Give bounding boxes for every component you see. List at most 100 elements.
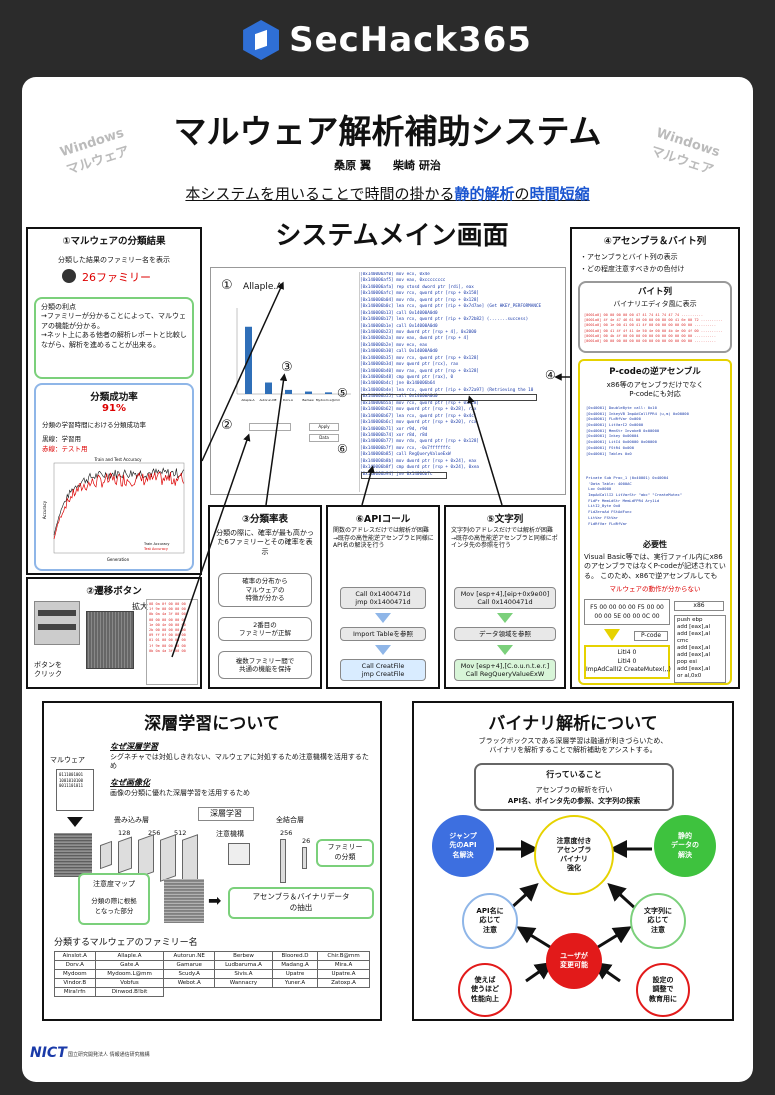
chart-title: Train and Test Accuracy: [93, 457, 142, 462]
family-name: Allaple.A: [243, 282, 283, 292]
family-cell: Upatre.A: [317, 969, 370, 979]
api-import-table: Import Tableを参照: [340, 627, 426, 641]
family-cell: Upatre: [271, 969, 319, 979]
down-arrow-icon: [497, 645, 513, 655]
accuracy-box: 分類成功率 91% 分類の学習時間における分類成功率 黒線：学習用 赤線：テスト…: [34, 383, 194, 571]
family-cell: Autorun.NE: [163, 951, 215, 961]
layer-block: [118, 836, 132, 874]
byte-desc: バイナリエディタ風に表示: [613, 300, 697, 308]
accuracy-chart: Train and Test Accuracy Generation Accur…: [42, 457, 185, 562]
family-cell: Yuner.A: [271, 978, 319, 988]
probability-bar: [305, 391, 312, 394]
need-red: マルウェアの動作が分からない: [609, 585, 701, 593]
family-cell: Berbew: [213, 951, 273, 961]
deep-q2: なぜ画像化: [110, 778, 150, 787]
family-cell: Allaple.A: [94, 951, 165, 961]
attention-image: [164, 879, 204, 923]
deep-a1: シグネチャでは対処しきれない、マルウェアに対処するため注意機構を活用するため: [110, 753, 369, 771]
down-arrow-icon: [375, 613, 391, 623]
hex-image-thumb: 08 0a 0f 00 00 00 1f 9e 00 00 00 00 0b 0…: [146, 599, 198, 685]
binary-panel: バイナリ解析について ブラックボックスである深層学習は融通が利きづらいため、 バ…: [412, 701, 734, 1021]
footer-org: NICT: [30, 1045, 67, 1061]
pcode-label: P-code: [634, 631, 668, 641]
label-3: ③: [281, 360, 293, 375]
main-screen-title: システムメイン画面: [275, 221, 509, 251]
family-cell: Ludbaruma.A: [213, 960, 273, 970]
family-cell: Mydoom.L@mm: [94, 969, 165, 979]
bar-label: Mydoom.L@mm: [316, 398, 340, 402]
family-cell: Mydoom: [54, 969, 96, 979]
family-cell: Dinwod.B!bit: [94, 987, 165, 997]
bar-label: Autorun.NE: [259, 398, 276, 402]
pcode-listing-2: Private Sub Proc_1 (0x40001) 0x40004 'Da…: [586, 475, 683, 526]
classification-desc: 分類した結果のファミリー名を表示: [58, 256, 170, 264]
bar-label: Allaple.A: [241, 398, 255, 402]
classification-title: ①マルウェアの分類結果: [62, 236, 166, 247]
bit-file: 0111001001 1001010100 0011101011: [56, 769, 94, 811]
layer-block: [160, 834, 176, 882]
strings-title: ⑤文字列: [486, 514, 524, 525]
probability-bar: [245, 326, 252, 394]
conv-label: 畳み込み層: [114, 816, 149, 824]
disassembly-code: [0x140006af0] mov ecx, 0x4e [0x140006af5…: [360, 272, 541, 477]
button-click-label: ボタンを クリック: [34, 661, 62, 679]
extract-box: アセンブラ＆バイナリデータ の抽出: [228, 887, 374, 919]
subtitle-mid: の: [514, 185, 530, 203]
down-arrow-icon: [67, 817, 83, 827]
api-call-after: Call CreatFile jmp CreatFile: [340, 659, 426, 681]
family-cell: Ainslot.A: [54, 951, 96, 961]
accuracy-value: 91%: [102, 403, 126, 414]
attention-map-box: 注意度マップ 分類の際に根拠 となった部分: [78, 873, 150, 925]
data-button[interactable]: Data: [309, 434, 339, 442]
family-cell: Gamarue: [163, 960, 215, 970]
prob-table-title: ③分類率表: [241, 514, 289, 525]
doing-box: 行っていること アセンブラの解析を行い API名、ポインタ先の参照、文字列の探索: [474, 763, 674, 811]
node-user-editable: ユーザが 変更可能: [546, 933, 602, 989]
pcode-box: P-codeの逆アセンブル x86等のアセンブラだけでなく P-codeにも対応…: [578, 359, 732, 685]
probability-bar: [265, 382, 272, 394]
bar-label: Dorv.A: [283, 398, 294, 402]
asm-bullet-1: ・アセンブラとバイト列の表示: [580, 253, 678, 261]
byte-box: バイト列 バイナリエディタ風に表示 [0001a0] 00 00 00 00 0…: [578, 281, 732, 353]
transition-panel: ②遷移ボタン 拡大 08 0a 0f 00 00 00 1f 9e 00 00 …: [26, 577, 202, 689]
poster-subtitle: 本システムを用いることで時間の掛かる静的解析の時間短縮: [22, 183, 753, 204]
n512: 512: [174, 829, 187, 837]
subtitle-highlight-2: 時間短縮: [529, 185, 590, 203]
strings-before: Mov [esp+4],[eip+0x9e00] Call 0x1400471d: [454, 587, 556, 609]
malware-image: [54, 833, 92, 877]
subtitle-pre: 本システムを用いることで時間の掛かる: [185, 185, 455, 203]
family-cell: Bloored.D: [271, 951, 319, 961]
combo-box[interactable]: [249, 423, 291, 431]
classification-result: 26ファミリー: [82, 271, 151, 284]
family-cell: Sivis.A: [213, 969, 273, 979]
merit-box: 分類の利点 →ファミリーが分かることによって、マルウェアの機能が分かる。 →ネッ…: [34, 297, 194, 379]
pcode-title: P-codeの逆アセンブル: [609, 367, 701, 377]
layer-block: [100, 840, 112, 870]
node-string-attention: 文字列に 応じて 注意: [630, 893, 686, 949]
prob-point-2: 2番目の ファミリーが正解: [218, 617, 312, 641]
api-call-title: ⑥APIコール: [355, 514, 411, 525]
pcode-code: LitI4 0 LitI4 0 ImpAdCallI2 CreateMutex(…: [584, 645, 671, 679]
footer-org-sub: 国立研究開発法人 情報通信研究機構: [68, 1052, 150, 1058]
family-cell: Webot.A: [163, 978, 215, 988]
node-api-resolve: ジャンプ 先のAPI 名解決: [432, 815, 494, 877]
malware-image-thumb: [86, 611, 134, 669]
pcode-desc: x86等のアセンブラだけでなく P-codeにも対応: [606, 381, 704, 399]
attn-map-title: 注意度マップ: [93, 880, 135, 888]
node-attention-asm: 注意度付き アセンブラ バイナリ 強化: [534, 815, 614, 895]
test-accuracy-line: [53, 471, 184, 540]
doing-2: API名、ポインタ先の参照、文字列の探索: [507, 797, 641, 805]
subtitle-highlight-1: 静的解析: [454, 185, 515, 203]
output-bar: [302, 847, 307, 869]
attention-cube: [228, 843, 250, 865]
family-cell: Scudy.A: [163, 969, 215, 979]
apply-button[interactable]: Apply: [309, 423, 339, 431]
transition-title: ②遷移ボタン: [86, 586, 142, 597]
chart-ylabel: Accuracy: [42, 500, 47, 519]
families-title: 分類するマルウェアのファミリー名: [54, 938, 198, 948]
merit-text: 分類の利点 →ファミリーが分かることによって、マルウェアの機能が分かる。 →ネッ…: [41, 303, 187, 349]
label-6: ⑥: [337, 442, 348, 456]
